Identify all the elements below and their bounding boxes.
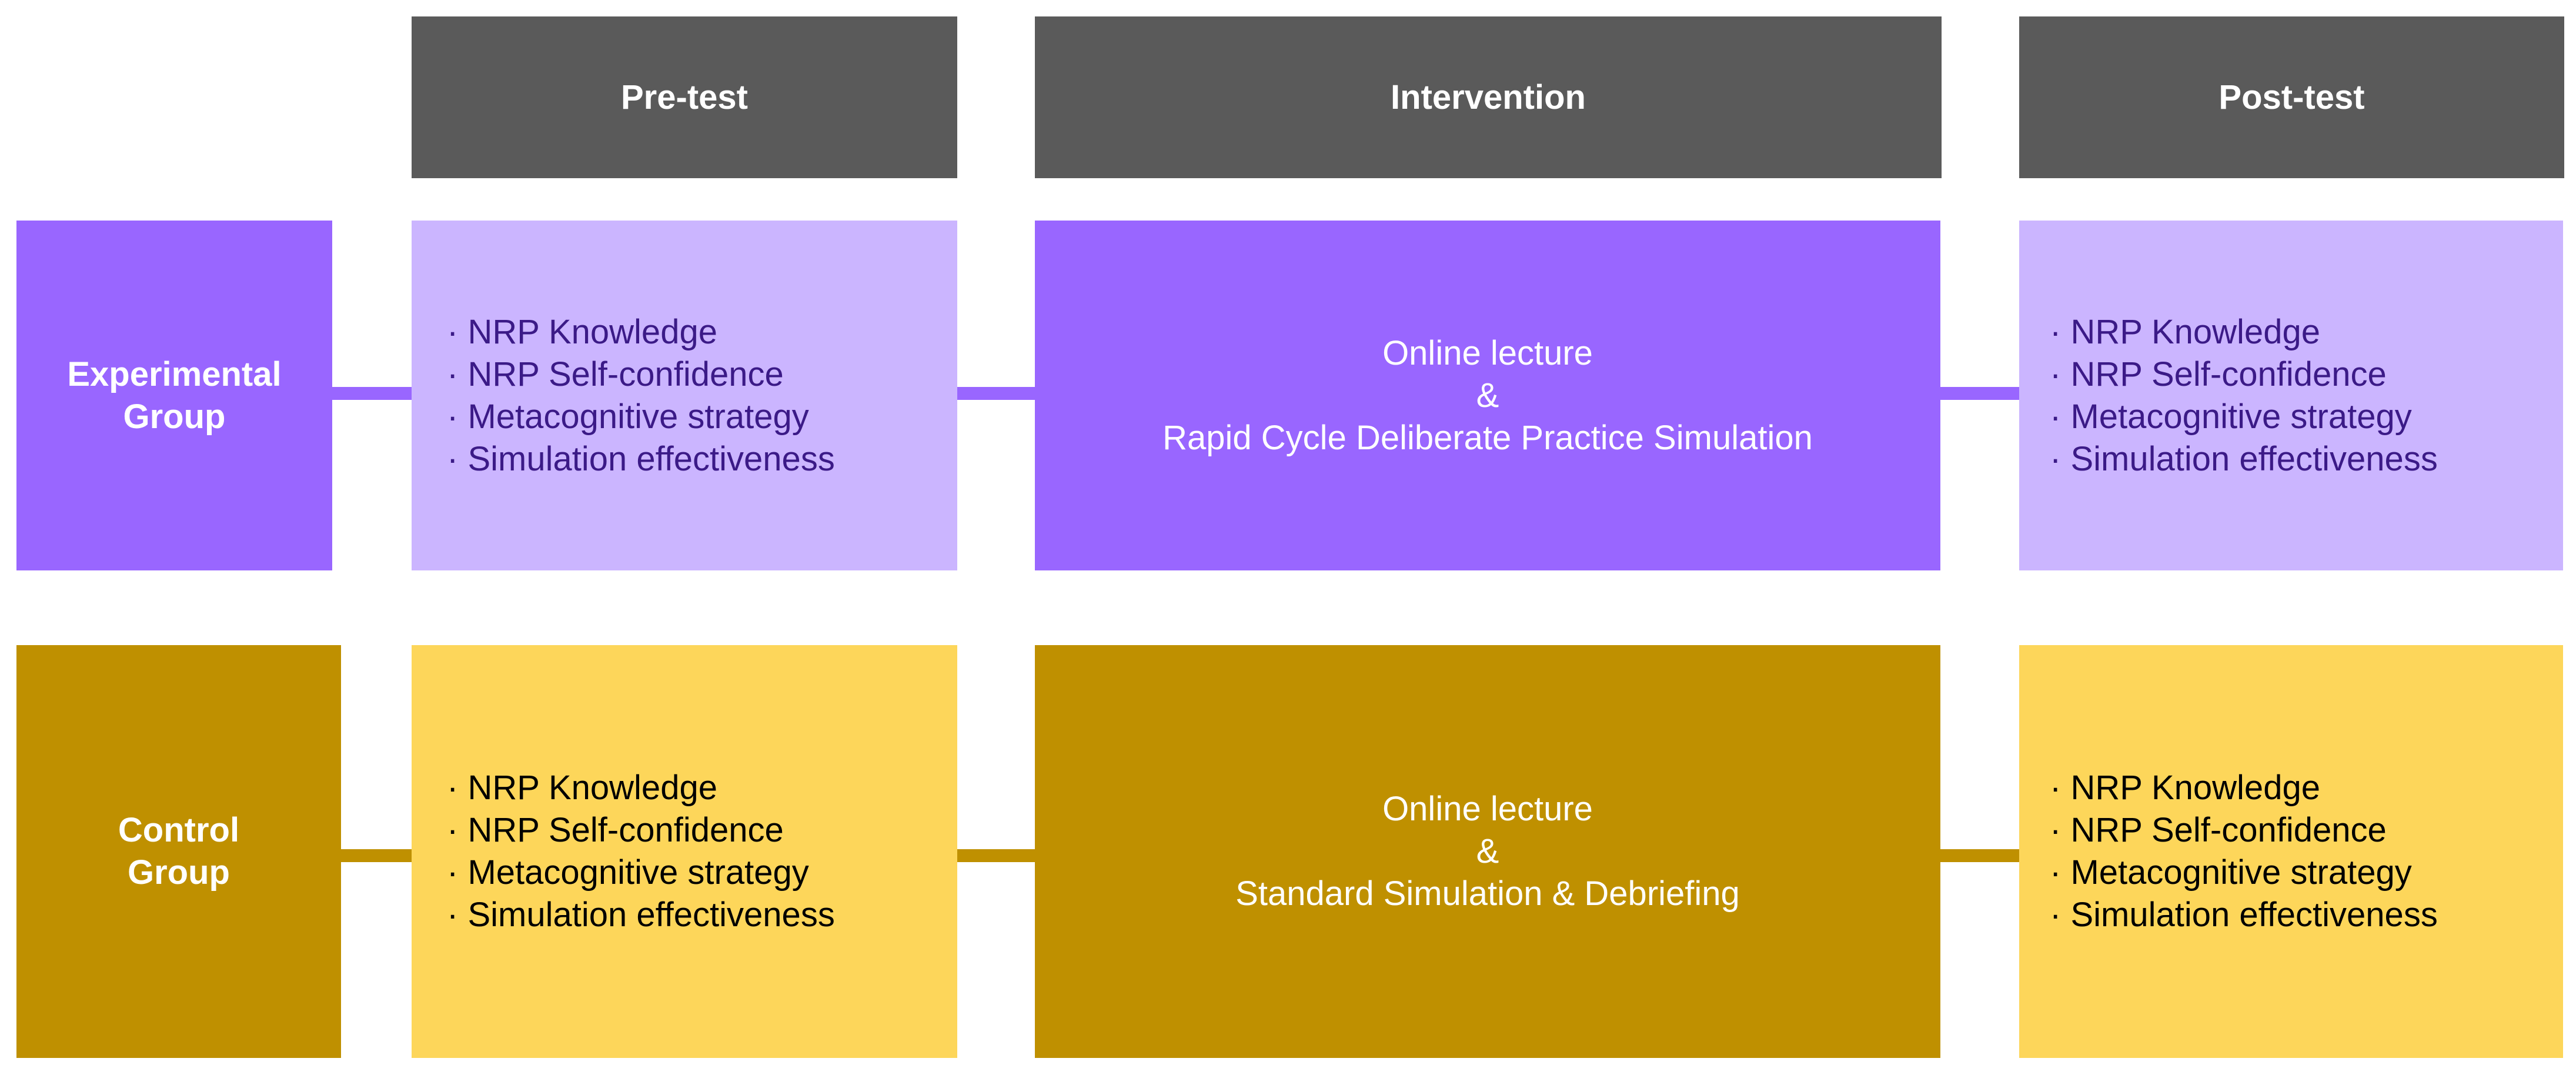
experimental-intervention-box: Online lecture & Rapid Cycle Deliberate …	[1035, 221, 1940, 570]
control-connector-3	[1940, 849, 2019, 862]
experimental-pretest-list: NRP Knowledge NRP Self-confidence Metaco…	[447, 311, 835, 480]
list-item: Metacognitive strategy	[447, 852, 835, 894]
list-item: Metacognitive strategy	[447, 396, 835, 438]
experimental-connector-2	[957, 387, 1035, 400]
list-item: Simulation effectiveness	[2050, 438, 2437, 480]
list-item: NRP Self-confidence	[447, 809, 835, 852]
experimental-intervention-line-2: &	[1476, 376, 1499, 415]
control-pretest-list: NRP Knowledge NRP Self-confidence Metaco…	[447, 767, 835, 936]
control-pretest-box: NRP Knowledge NRP Self-confidence Metaco…	[412, 645, 957, 1058]
list-item: Simulation effectiveness	[447, 438, 834, 480]
list-item: NRP Knowledge	[2050, 311, 2438, 353]
header-intervention: Intervention	[1035, 16, 1942, 178]
experimental-intervention-line-3: Rapid Cycle Deliberate Practice Simulati…	[1162, 418, 1813, 457]
experimental-posttest-box: NRP Knowledge NRP Self-confidence Metaco…	[2019, 221, 2563, 570]
header-intervention-label: Intervention	[1391, 78, 1586, 116]
control-intervention-line-2: &	[1476, 832, 1499, 870]
header-posttest: Post-test	[2019, 16, 2564, 178]
experimental-group-box: Experimental Group	[16, 221, 332, 570]
experimental-posttest-list: NRP Knowledge NRP Self-confidence Metaco…	[2050, 311, 2438, 480]
header-pretest: Pre-test	[412, 16, 957, 178]
experimental-connector-3	[1940, 387, 2019, 400]
list-item: NRP Knowledge	[447, 767, 835, 809]
experimental-group-label-2: Group	[123, 397, 226, 436]
experimental-group-label-1: Experimental	[67, 355, 282, 393]
control-group-label-2: Group	[128, 853, 230, 892]
list-item: NRP Self-confidence	[2050, 809, 2438, 852]
header-posttest-label: Post-test	[2218, 78, 2365, 116]
control-connector-2	[957, 849, 1035, 862]
header-pretest-label: Pre-test	[621, 78, 748, 116]
list-item: Metacognitive strategy	[2050, 396, 2438, 438]
list-item: NRP Knowledge	[2050, 767, 2438, 809]
control-group-label-1: Control	[118, 811, 240, 849]
list-item: NRP Self-confidence	[447, 353, 835, 396]
list-item: Metacognitive strategy	[2050, 852, 2438, 894]
list-item: NRP Self-confidence	[2050, 353, 2438, 396]
experimental-pretest-box: NRP Knowledge NRP Self-confidence Metaco…	[412, 221, 957, 570]
list-item: NRP Knowledge	[447, 311, 835, 353]
experimental-connector-1	[332, 387, 412, 400]
list-item: Simulation effectiveness	[2050, 894, 2437, 936]
control-group-box: Control Group	[16, 645, 341, 1058]
control-connector-1	[341, 849, 412, 862]
control-posttest-list: NRP Knowledge NRP Self-confidence Metaco…	[2050, 767, 2438, 936]
experimental-intervention-line-1: Online lecture	[1382, 333, 1593, 372]
control-intervention-line-1: Online lecture	[1382, 790, 1593, 828]
control-intervention-box: Online lecture & Standard Simulation & D…	[1035, 645, 1940, 1058]
control-posttest-box: NRP Knowledge NRP Self-confidence Metaco…	[2019, 645, 2563, 1058]
control-intervention-line-3: Standard Simulation & Debriefing	[1235, 874, 1740, 913]
list-item: Simulation effectiveness	[447, 894, 834, 936]
